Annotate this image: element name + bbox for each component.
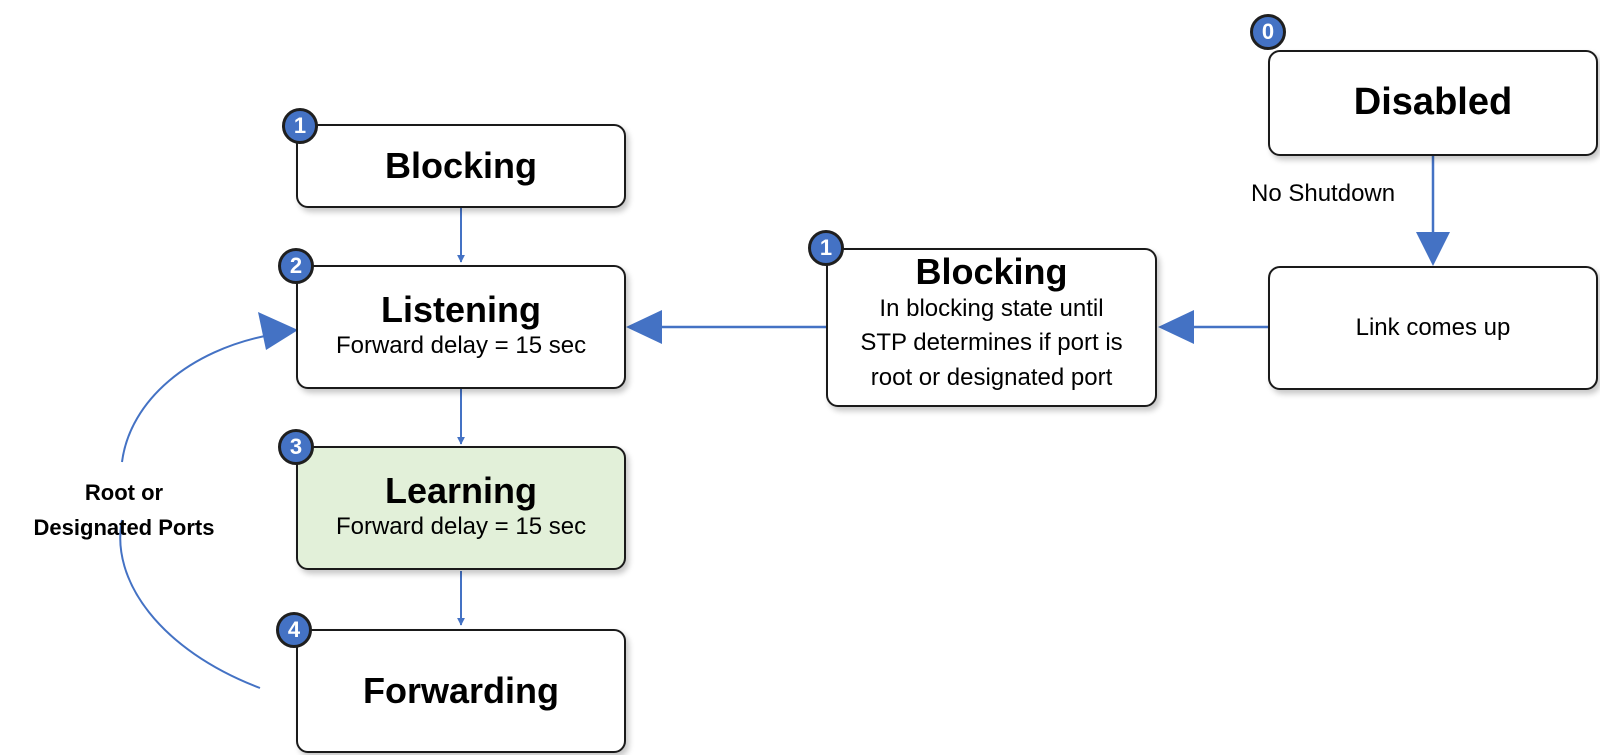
arrowhead-blocking-mid [1158,310,1194,344]
step-badge-1-left: 1 [282,108,318,144]
loop-label-line-2: Designated Ports [33,515,215,541]
step-badge-1-mid: 1 [808,230,844,266]
state-disabled: Disabled [1268,50,1598,156]
state-blocking-mid: Blocking In blocking state until STP det… [826,248,1157,407]
loop-label-line-1: Root or [84,480,164,505]
state-forwarding-title: Forwarding [363,670,559,712]
step-badge-3: 3 [278,429,314,465]
state-listening: Listening Forward delay = 15 sec [296,265,626,389]
state-forwarding: Forwarding [296,629,626,753]
state-blocking-left-title: Blocking [384,145,537,187]
state-blocking-mid-line-2: STP determines if port is [860,329,1123,357]
state-link-up-text: Link comes up [1355,313,1511,341]
state-listening-detail: Forward delay = 15 sec [335,332,587,360]
state-blocking-mid-title: Blocking [915,251,1068,292]
state-disabled-title: Disabled [1353,81,1513,124]
step-badge-4: 4 [276,612,312,648]
state-blocking-mid-line-3: root or designated port [870,364,1113,392]
arrowhead-link-up [1416,232,1450,266]
edge-label-no-shutdown: No Shutdown [1251,180,1396,207]
step-badge-2: 2 [278,248,314,284]
loop-curve [119,334,271,689]
state-blocking-left: Blocking [296,124,626,208]
state-learning-title: Learning [384,469,537,511]
arrowhead-loop [258,312,298,350]
state-learning-detail: Forward delay = 15 sec [335,513,587,541]
state-blocking-mid-line-1: In blocking state until [879,294,1104,322]
state-learning: Learning Forward delay = 15 sec [296,446,626,570]
state-listening-title: Listening [381,288,541,330]
loop-label: Root or Designated Ports [14,475,234,545]
arrowhead-listening [626,310,662,344]
step-badge-0: 0 [1250,14,1286,50]
state-link-up: Link comes up [1268,266,1598,390]
